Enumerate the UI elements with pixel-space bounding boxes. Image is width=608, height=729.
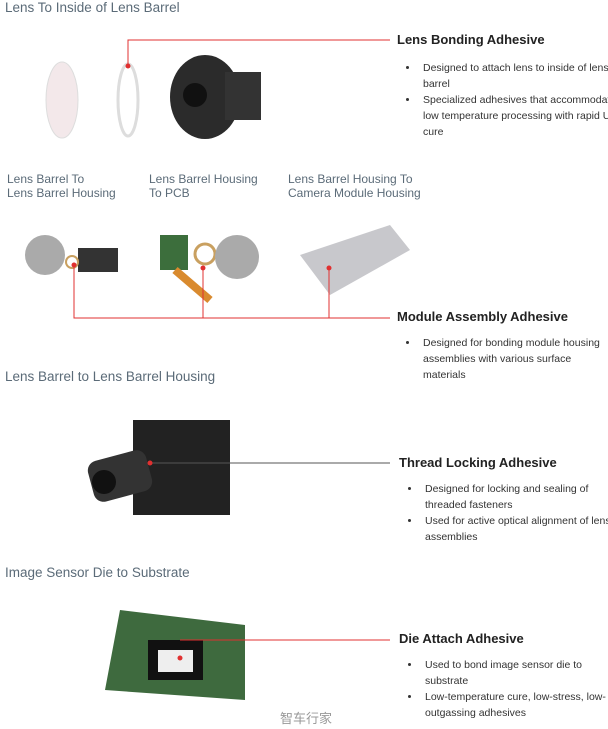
- barrel-housing-image: [25, 235, 118, 275]
- section-title-barrel: Lens Barrel to Lens Barrel Housing: [5, 369, 216, 384]
- section-title-sensor: Image Sensor Die to Substrate: [5, 565, 190, 580]
- adhesive-title: Die Attach Adhesive: [399, 631, 524, 646]
- lens-barrel-image: [170, 55, 261, 139]
- adhesive-bullets: Designed to attach lens to inside of len…: [397, 60, 608, 140]
- watermark: 智车行家: [280, 711, 333, 726]
- bullet: Low-temperature cure, low-stress, low-ou…: [421, 689, 608, 721]
- section-title-lens: Lens To Inside of Lens Barrel: [5, 0, 180, 15]
- bullet: Used for active optical alignment of len…: [421, 513, 608, 545]
- subhead-barrel-housing: Lens Barrel To Lens Barrel Housing: [7, 172, 116, 200]
- subhead-housing-pcb: Lens Barrel Housing To PCB: [149, 172, 258, 200]
- adhesive-title: Lens Bonding Adhesive: [397, 32, 545, 47]
- adhesive-bullets: Designed for bonding module housing asse…: [397, 335, 608, 383]
- o-ring-image: [116, 62, 140, 138]
- subhead-housing-module: Lens Barrel Housing To Camera Module Hou…: [288, 172, 421, 200]
- bullet: Used to bond image sensor die to substra…: [421, 657, 608, 689]
- adhesive-bullets: Used to bond image sensor die to substra…: [399, 657, 608, 721]
- bullet: Designed for locking and sealing of thre…: [421, 481, 608, 513]
- bullet: Specialized adhesives that accommodate l…: [419, 92, 608, 140]
- bullet: Designed for bonding module housing asse…: [419, 335, 608, 383]
- sensor-board-image: [105, 610, 245, 700]
- bullet: Designed to attach lens to inside of len…: [419, 60, 608, 92]
- adhesive-title: Thread Locking Adhesive: [399, 455, 557, 470]
- adhesive-bullets: Designed for locking and sealing of thre…: [399, 481, 608, 545]
- lens-image: [45, 61, 79, 139]
- adhesive-title: Module Assembly Adhesive: [397, 309, 568, 324]
- module-housing-image: [300, 225, 410, 295]
- camera-cube-image: [87, 420, 230, 515]
- pcb-image: [160, 235, 259, 304]
